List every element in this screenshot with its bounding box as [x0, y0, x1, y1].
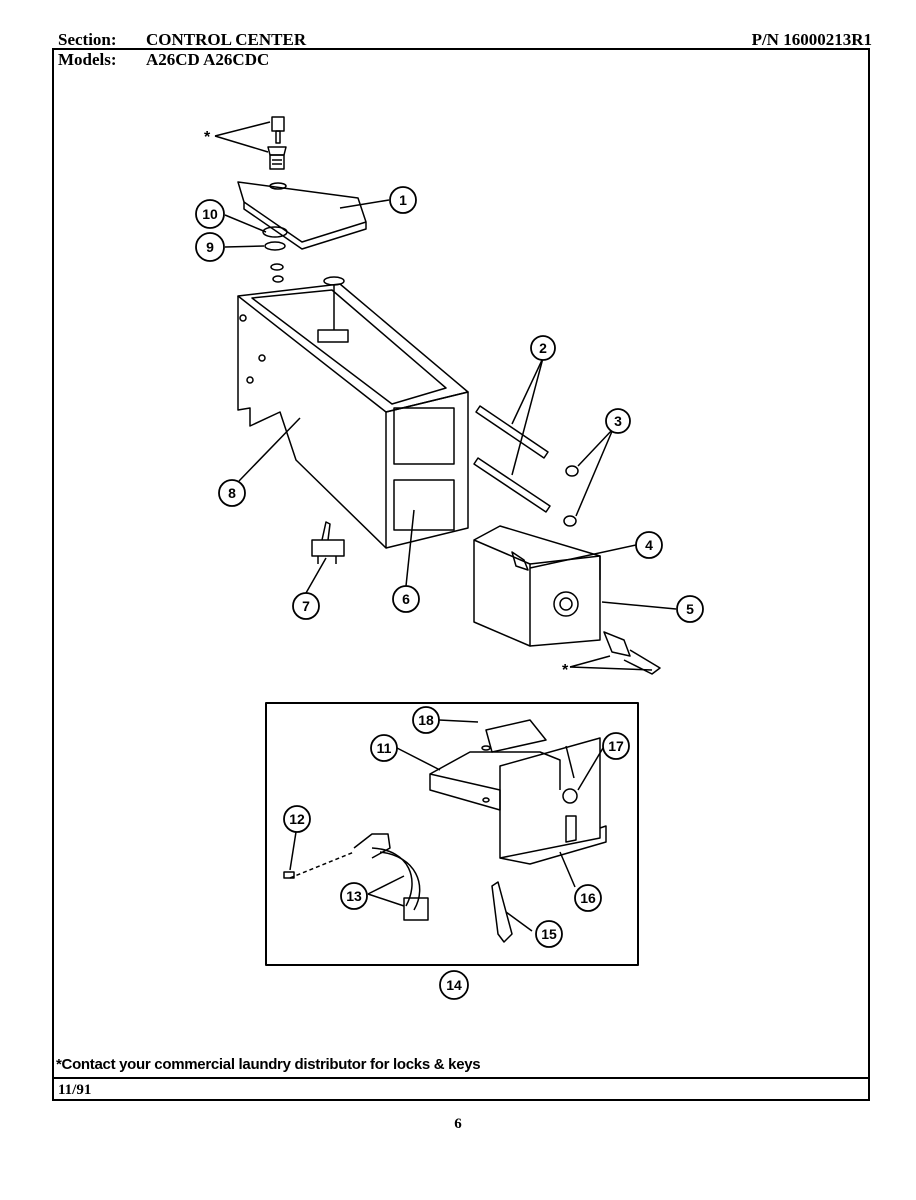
- page-frame: [52, 48, 870, 1101]
- bottom-lock-key-drawing: [603, 631, 661, 675]
- callout-10: 10: [195, 199, 225, 229]
- callout-2: 2: [530, 335, 556, 361]
- svg-text:2: 2: [539, 340, 547, 356]
- revision-date: 11/91: [58, 1082, 92, 1098]
- section-label: Section:: [58, 30, 117, 49]
- svg-text:13: 13: [346, 888, 362, 904]
- bracket-drawing: [491, 881, 513, 943]
- rods-drawing: [473, 405, 551, 513]
- footer-divider: [52, 1077, 870, 1079]
- section-title: CONTROL CENTER: [146, 30, 307, 49]
- callout-11: 11: [370, 734, 398, 762]
- callout-8: 8: [218, 479, 246, 507]
- svg-text:15: 15: [541, 926, 557, 942]
- svg-text:18: 18: [418, 712, 434, 728]
- page-number: 6: [454, 1116, 462, 1132]
- svg-text:5: 5: [686, 601, 694, 617]
- callout-16: 16: [574, 884, 602, 912]
- svg-text:17: 17: [608, 738, 624, 754]
- svg-text:4: 4: [645, 537, 653, 553]
- models-list: A26CD A26CDC: [146, 50, 270, 69]
- svg-text:11: 11: [377, 740, 392, 756]
- wire-harness-drawing: [283, 833, 429, 921]
- svg-text:7: 7: [302, 598, 310, 614]
- callout-9: 9: [195, 232, 225, 262]
- callout-7: 7: [292, 592, 320, 620]
- svg-text:1: 1: [399, 192, 407, 208]
- control-housing-drawing: [237, 276, 469, 549]
- callout-1: 1: [389, 186, 417, 214]
- callout-3: 3: [605, 408, 631, 434]
- inset-frame: [265, 702, 639, 966]
- svg-text:9: 9: [206, 239, 214, 255]
- part-number: P/N 16000213R1: [751, 30, 872, 49]
- callout-14: 14: [439, 970, 469, 1000]
- svg-text:14: 14: [446, 977, 462, 993]
- callout-18: 18: [412, 706, 440, 734]
- callout-6: 6: [392, 585, 420, 613]
- cover-plate-drawing: [237, 181, 367, 250]
- top-lock-key-drawing: [267, 116, 287, 170]
- asterisk-bottom: *: [562, 662, 569, 679]
- svg-text:8: 8: [228, 485, 236, 501]
- models-label: Models:: [58, 50, 117, 69]
- svg-text:6: 6: [402, 591, 410, 607]
- svg-text:12: 12: [289, 811, 305, 827]
- coin-drawer-drawing: [473, 525, 601, 647]
- callout-12: 12: [283, 805, 311, 833]
- asterisk-top: *: [204, 129, 211, 146]
- footer-note: *Contact your commercial laundry distrib…: [56, 1056, 481, 1073]
- callout-15: 15: [535, 920, 563, 948]
- svg-text:10: 10: [202, 206, 218, 222]
- toggle-switch-drawing: [311, 521, 345, 564]
- callout-17: 17: [602, 732, 630, 760]
- svg-text:16: 16: [580, 890, 596, 906]
- callout-13: 13: [340, 882, 368, 910]
- svg-text:3: 3: [614, 413, 622, 429]
- coin-mechanism-drawing: [429, 719, 607, 865]
- callout-4: 4: [635, 531, 663, 559]
- callout-5: 5: [676, 595, 704, 623]
